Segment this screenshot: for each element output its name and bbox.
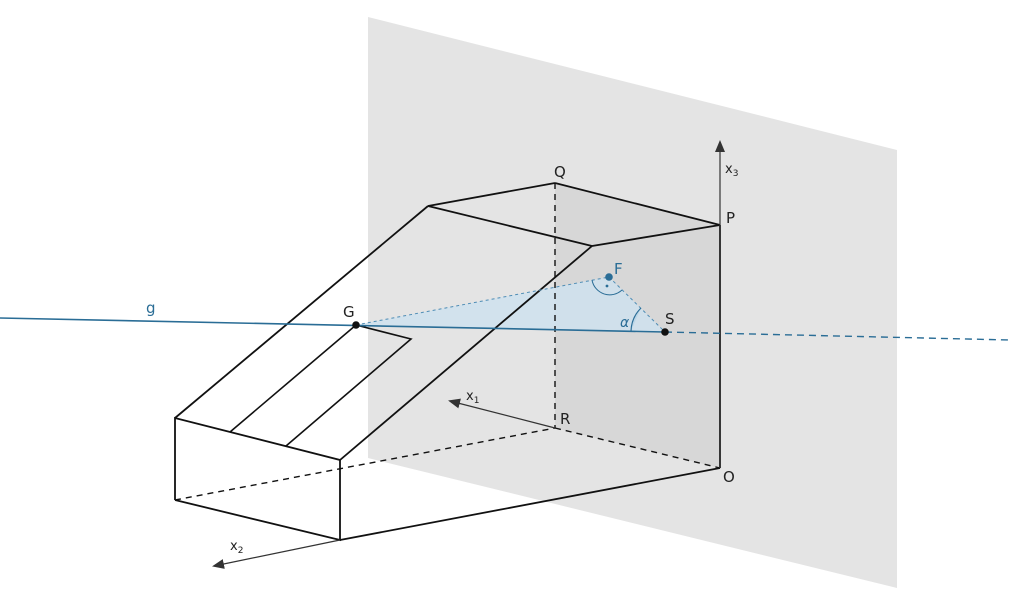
point-s xyxy=(661,328,669,336)
edge-slope-right xyxy=(339,245,593,461)
helper-line-g-f xyxy=(355,276,610,326)
triangle-gfs xyxy=(356,277,665,332)
helper-line-f-s xyxy=(608,276,666,333)
line-g-dashed xyxy=(664,331,1010,341)
label-alpha: α xyxy=(620,315,630,331)
label-x3: x3 xyxy=(725,162,738,179)
point-g xyxy=(352,321,360,329)
label-x2: x2 xyxy=(230,539,243,556)
line-g xyxy=(0,317,666,333)
label-line-g: g xyxy=(146,299,156,317)
edge-top-to-p xyxy=(591,224,721,247)
edge-top-back xyxy=(427,182,556,207)
edge-slope-left xyxy=(174,205,429,419)
label-x1: x1 xyxy=(466,389,479,406)
edge-bottom-front-to-o xyxy=(339,467,721,541)
label-g-point: G xyxy=(343,303,355,321)
label-f: F xyxy=(614,260,623,278)
slope-rectangle xyxy=(229,324,413,447)
x1-axis xyxy=(448,398,556,429)
label-p: P xyxy=(726,209,735,227)
edge-top-q-p xyxy=(554,182,721,226)
right-angle-dot xyxy=(605,284,609,288)
label-r: R xyxy=(560,410,570,428)
point-f xyxy=(605,273,613,281)
label-s: S xyxy=(665,310,675,328)
right-angle-arc xyxy=(591,279,623,296)
edge-front-face xyxy=(174,416,341,542)
x2-axis xyxy=(212,539,341,569)
edge-top-front xyxy=(427,205,593,247)
label-o: O xyxy=(723,468,735,486)
hidden-edge-bottom-front xyxy=(174,427,556,501)
label-q: Q xyxy=(554,163,566,181)
angle-alpha-arc xyxy=(630,307,642,332)
